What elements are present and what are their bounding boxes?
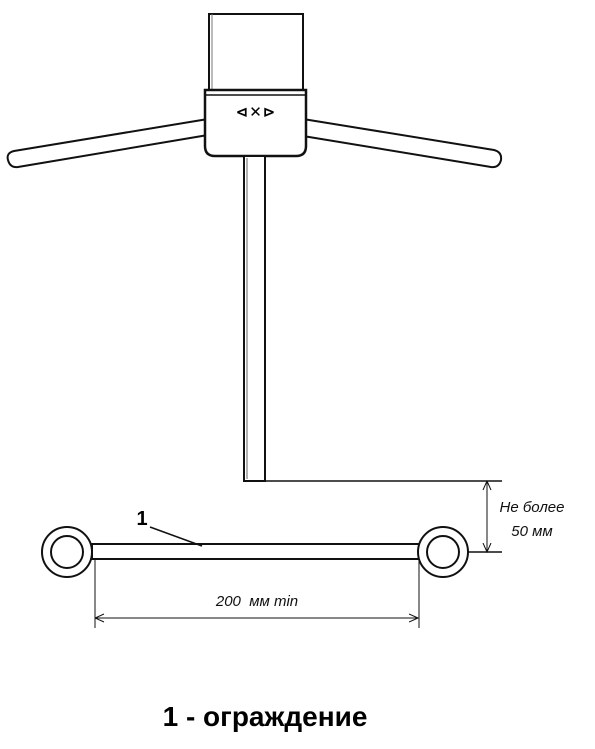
turnstile-post [243, 155, 266, 482]
callout-number: 1 [136, 508, 147, 530]
direction-indicator: ⊲✕⊳ [236, 103, 277, 121]
height-note-line1: Не более [500, 499, 565, 516]
barrier-right-post-inner [426, 535, 460, 569]
turnstile-housing [203, 13, 308, 158]
turnstile-left-arm [6, 118, 209, 169]
width-note: 200 мм min [215, 593, 298, 610]
turnstile-right-arm [302, 118, 503, 169]
callout-leader [149, 526, 203, 547]
diagram-caption: 1 - ограждение [163, 701, 368, 732]
barrier [41, 526, 502, 578]
barrier-left-post-inner [50, 535, 84, 569]
height-note-line2: 50 мм [511, 523, 552, 540]
